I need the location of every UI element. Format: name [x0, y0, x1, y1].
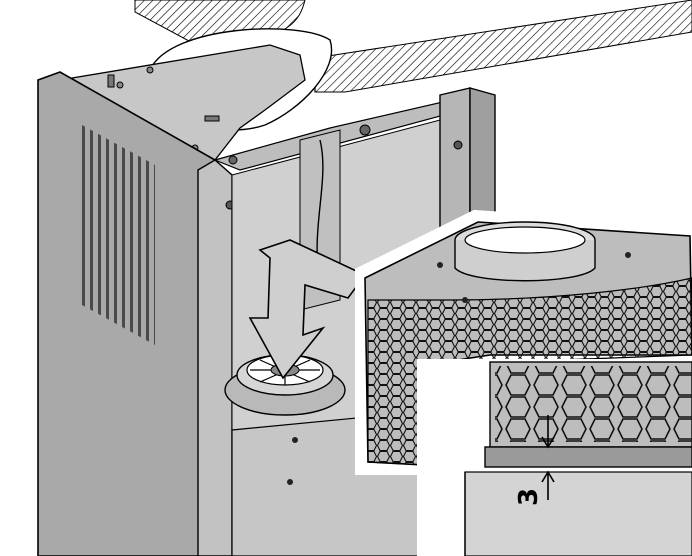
detail-inset: 3	[417, 359, 692, 556]
down-arrow-icon	[248, 239, 367, 380]
mesh-filter-icon	[355, 209, 692, 475]
gap-dimension-label: 3	[514, 488, 544, 506]
ventilation-slots	[82, 125, 155, 345]
left-side-panel	[37, 71, 235, 556]
